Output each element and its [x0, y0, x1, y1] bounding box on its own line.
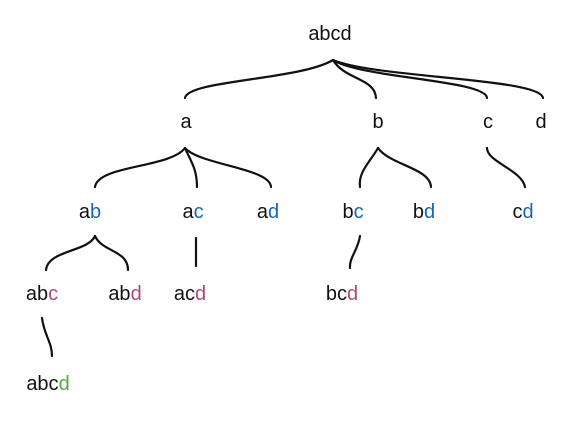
node-label-part: ac: [173, 283, 195, 305]
node-label-part: b: [90, 201, 102, 223]
node-label-part: d: [347, 283, 359, 305]
edge-abc-to-abcd-leaf: [40, 316, 54, 358]
node-cd: cd: [512, 201, 533, 223]
edge-a-to-ab: [93, 146, 187, 189]
node-ac: ac: [182, 201, 203, 223]
edge-ab-to-abd: [93, 234, 130, 272]
node-c: c: [483, 111, 493, 133]
node-label-part: a: [180, 111, 192, 133]
edge-a-to-ad: [183, 146, 273, 189]
node-label-part: d: [424, 201, 436, 223]
node-label-part: d: [535, 111, 547, 133]
node-label-part: d: [268, 201, 280, 223]
node-label-part: a: [182, 201, 194, 223]
edge-abcd-root-to-c: [331, 58, 489, 100]
node-label-part: b: [372, 111, 384, 133]
node-b: b: [372, 111, 383, 133]
node-bc: bc: [342, 201, 363, 223]
node-label-part: b: [342, 201, 354, 223]
node-abcd-root: abcd: [308, 23, 351, 45]
edge-c-to-cd: [485, 146, 527, 189]
node-label-part: d: [58, 373, 70, 395]
node-abd: abd: [108, 283, 141, 305]
node-label-part: abc: [26, 373, 59, 395]
edge-ab-to-abc: [44, 234, 97, 272]
node-label-part: c: [193, 201, 204, 223]
node-bcd: bcd: [326, 283, 358, 305]
node-label-part: bc: [325, 283, 347, 305]
node-label-part: d: [522, 201, 534, 223]
node-acd: acd: [174, 283, 206, 305]
edge-abcd-root-to-d: [331, 58, 545, 100]
node-abc: abc: [26, 283, 58, 305]
edge-b-to-bc: [358, 146, 380, 189]
node-abcd-leaf: abcd: [26, 373, 69, 395]
node-label-part: a: [78, 201, 90, 223]
node-label-part: b: [412, 201, 424, 223]
node-label-part: ab: [108, 283, 131, 305]
node-label-part: c: [48, 283, 59, 305]
node-a: a: [180, 111, 191, 133]
node-label-part: c: [483, 111, 493, 133]
edge-b-to-bd: [376, 146, 433, 189]
node-bd: bd: [413, 201, 435, 223]
node-ad: ad: [257, 201, 279, 223]
edge-a-to-ac: [183, 146, 199, 189]
node-label-part: ab: [25, 283, 49, 305]
node-label-part: abcd: [308, 23, 352, 45]
edge-abcd-root-to-a: [183, 58, 335, 100]
node-label-part: c: [353, 201, 364, 223]
node-label-part: c: [512, 201, 523, 223]
node-label-part: a: [256, 201, 268, 223]
edge-bc-to-bcd: [348, 234, 362, 270]
node-ab: ab: [79, 201, 101, 223]
node-label-part: d: [195, 283, 207, 305]
node-d: d: [535, 111, 546, 133]
edge-abcd-root-to-b: [331, 58, 378, 100]
node-label-part: d: [130, 283, 142, 305]
